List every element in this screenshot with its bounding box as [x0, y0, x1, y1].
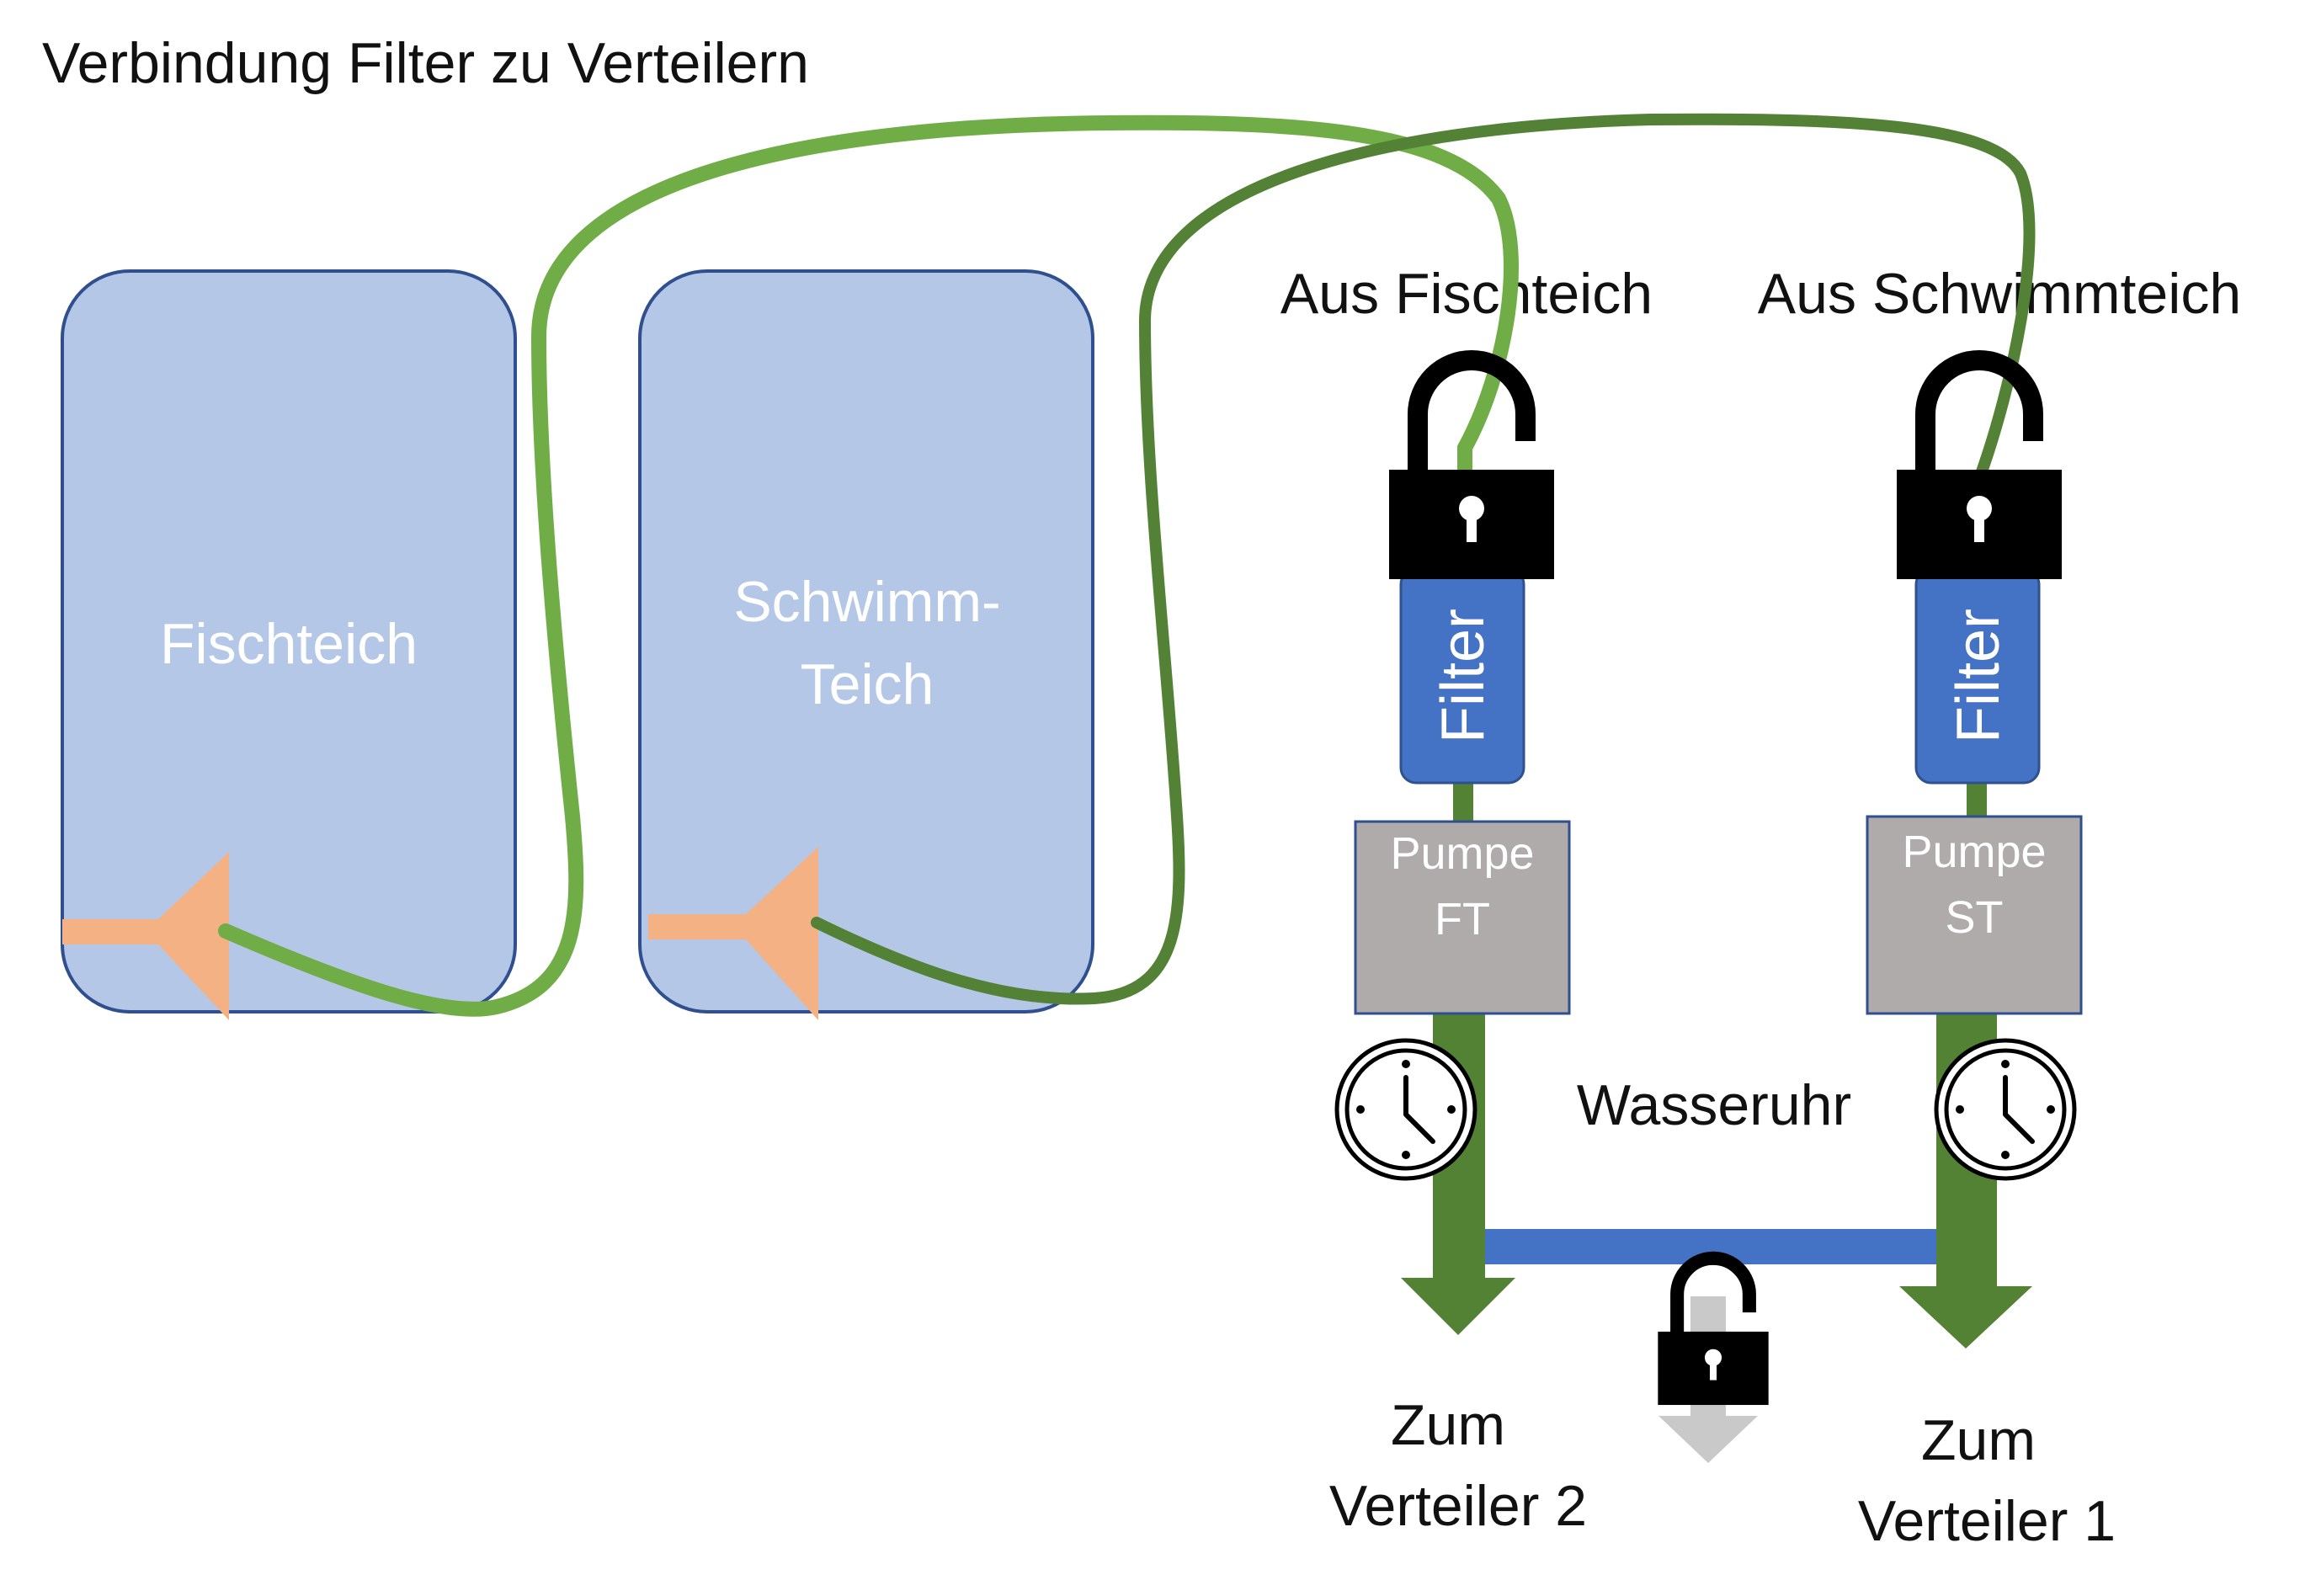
lock-icon — [1389, 360, 1554, 579]
outlet-right-line2: Verteiler 1 — [1858, 1489, 2116, 1553]
outlet-left-line1: Zum — [1391, 1393, 1505, 1457]
pump-st-line2: ST — [1945, 892, 2003, 943]
pump-st: Pumpe ST — [1866, 815, 2083, 1015]
filter-left-label: Filter — [1430, 609, 1497, 743]
pond-fischteich: Fischteich — [61, 269, 517, 1013]
hose-fischteich — [218, 114, 1519, 1017]
filter-left: Filter — [1399, 567, 1525, 785]
hose-schwimmteich — [811, 113, 2036, 1005]
inlet-fischteich-label: Aus Fischteich — [1280, 262, 1653, 326]
meter-label: Wasseruhr — [1577, 1073, 1851, 1137]
pond-schwimmteich-label-line2: Teich — [801, 652, 934, 716]
nozzle-icon — [62, 852, 229, 1020]
nozzle-icon — [648, 847, 818, 1020]
filter-right-label: Filter — [1945, 609, 2012, 743]
connector-stub — [1453, 783, 1473, 822]
pond-fischteich-label: Fischteich — [160, 612, 418, 676]
pond-schwimmteich-label-line1: Schwimm- — [733, 570, 1000, 634]
connector-stub — [1967, 781, 1987, 818]
outlet-left-line2: Verteiler 2 — [1329, 1474, 1587, 1538]
clock-icon — [1936, 1040, 2074, 1178]
filter-right: Filter — [1914, 567, 2041, 785]
pond-schwimmteich: Schwimm- Teich — [638, 269, 1094, 1013]
inlet-schwimmteich-label: Aus Schwimmteich — [1758, 262, 2241, 326]
pump-st-line1: Pumpe — [1902, 827, 2046, 877]
lock-icon — [1897, 360, 2062, 579]
clock-icon — [1337, 1040, 1475, 1178]
pump-ft-line2: FT — [1435, 894, 1490, 944]
pump-ft: Pumpe FT — [1354, 820, 1571, 1015]
outlet-right-line1: Zum — [1921, 1408, 2036, 1472]
pump-ft-line1: Pumpe — [1390, 828, 1534, 879]
diagram-title: Verbindung Filter zu Verteilern — [42, 31, 809, 95]
